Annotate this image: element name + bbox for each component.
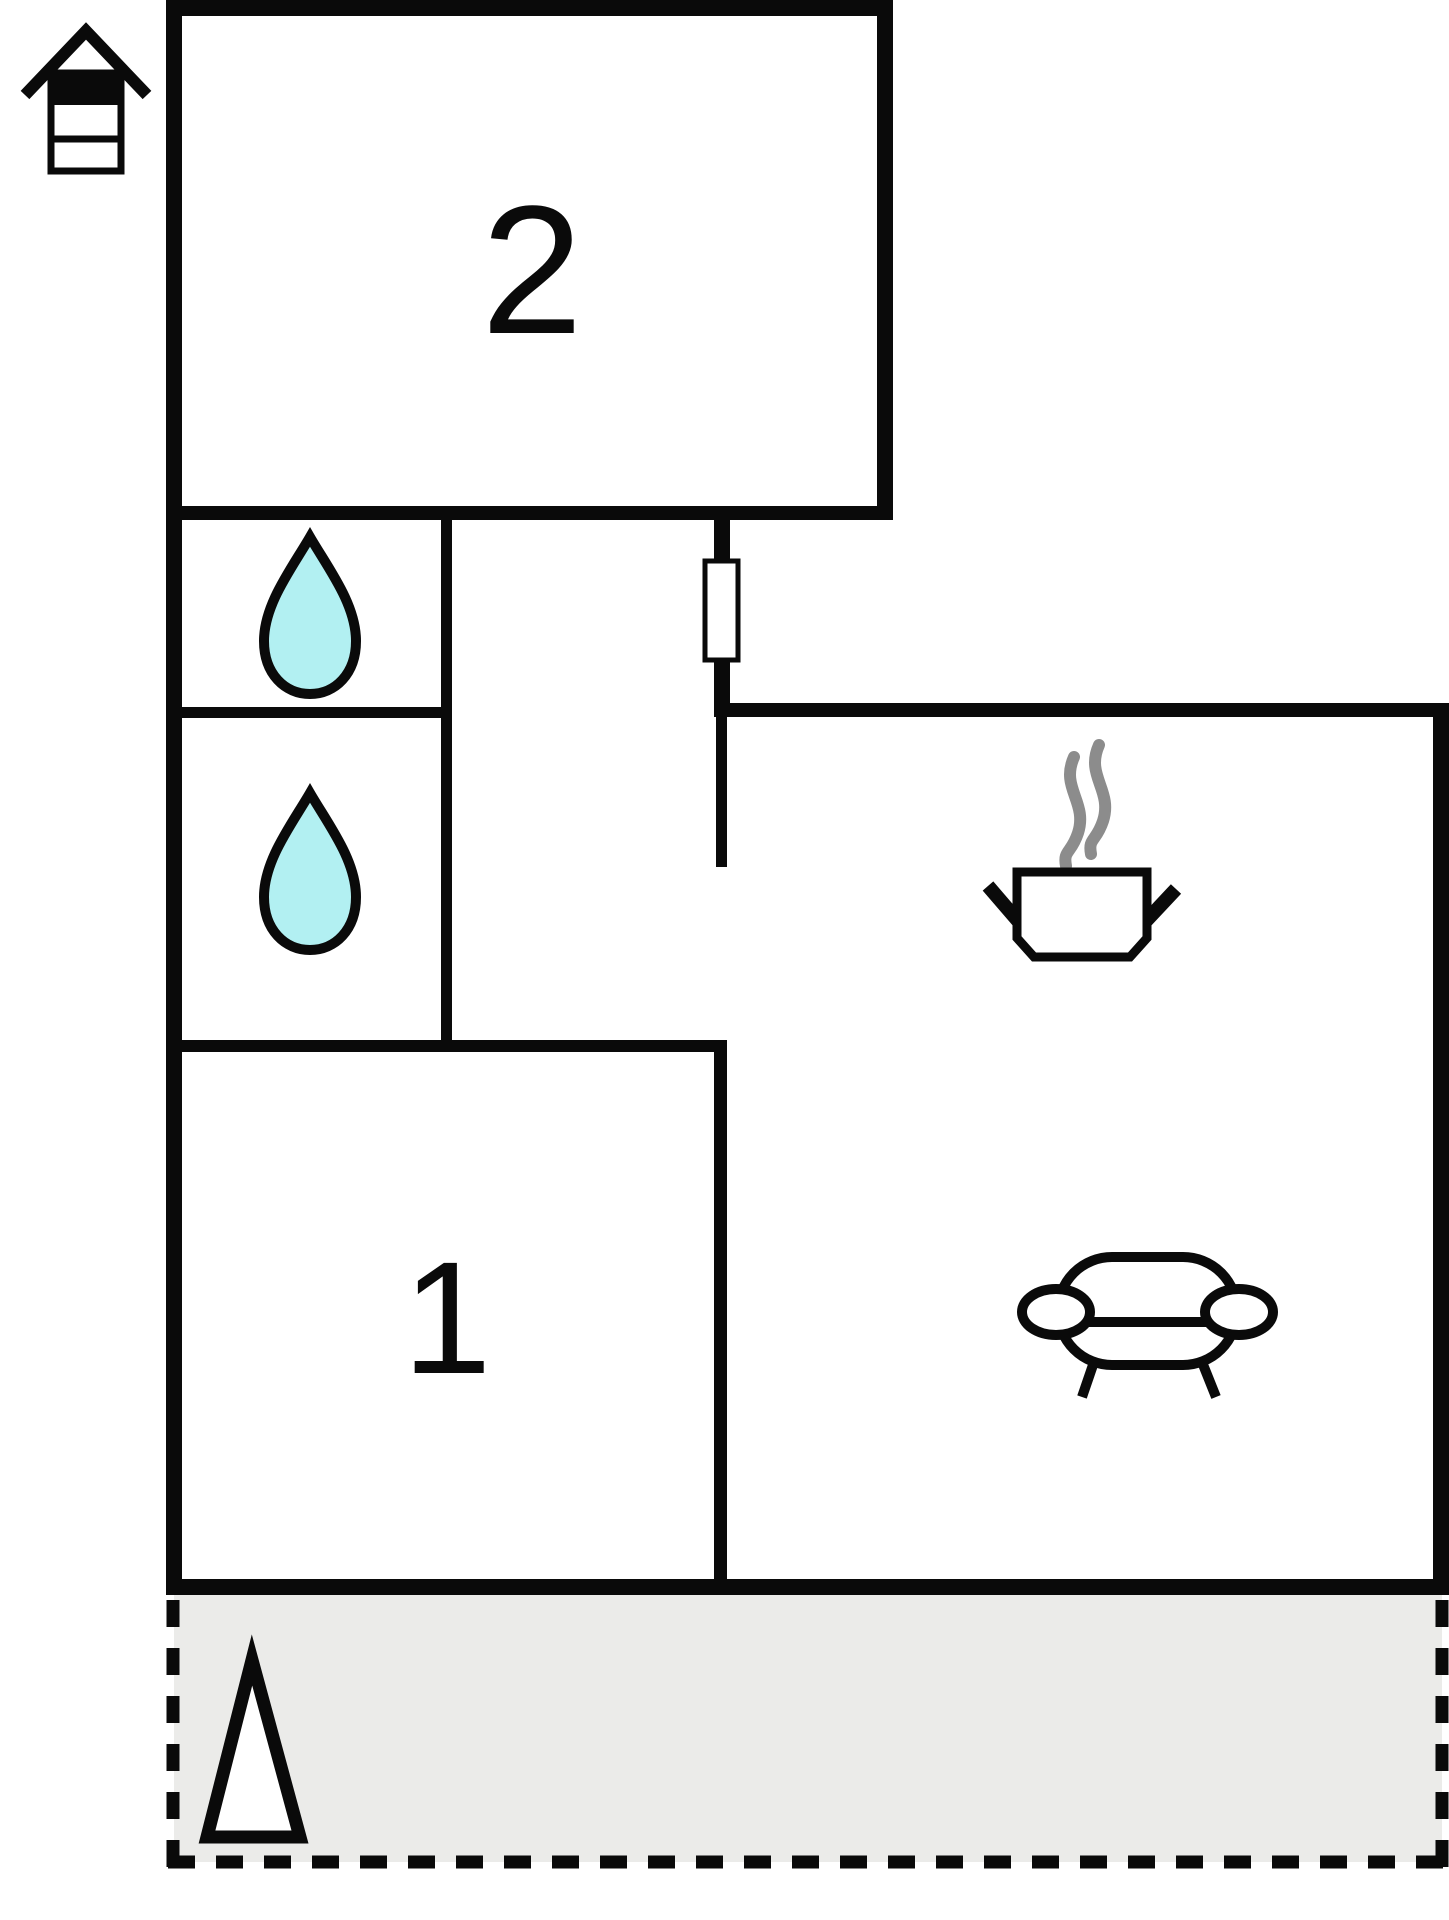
door-icon	[702, 558, 741, 663]
wall-wetrooms-divider	[182, 707, 441, 718]
room-1-label: 1	[403, 1228, 492, 1407]
steam-line	[1084, 739, 1112, 860]
sofa-armrest-right	[1200, 1284, 1278, 1340]
wall-door-jamb-lower	[714, 658, 730, 705]
floor-indicator-house-icon	[20, 22, 152, 175]
living-kitchen-area	[727, 717, 1433, 1579]
wall-top	[166, 0, 893, 16]
water-drop-icon	[258, 527, 362, 700]
triangle-marker-icon	[198, 1634, 309, 1844]
sofa-leg-right	[1197, 1360, 1221, 1399]
building-walls	[166, 0, 1449, 1595]
hallway-area	[452, 520, 714, 1040]
wall-bottom	[166, 1579, 1449, 1595]
sofa-armrest-left	[1017, 1284, 1095, 1340]
pot-body	[1012, 867, 1152, 962]
room-areas	[182, 16, 1433, 1579]
wall-kitchen-top	[714, 703, 1449, 717]
terrace-area	[174, 1595, 1442, 1862]
wall-room2-right	[877, 0, 893, 520]
wall-right	[1433, 703, 1449, 1595]
wall-room1-right	[714, 1040, 727, 1579]
water-drop-icon	[258, 783, 362, 956]
house-floor-highlight	[51, 73, 121, 105]
wall-room1-top	[182, 1040, 727, 1052]
sofa-icon	[1017, 1252, 1278, 1399]
steam-line	[1059, 751, 1087, 872]
house-roof	[20, 22, 152, 100]
wall-left	[166, 0, 182, 1595]
terrace-dashed-border	[166, 1600, 1449, 1869]
cooking-pot-icon	[982, 739, 1182, 962]
wall-room2-bottom	[166, 506, 893, 520]
wall-door-jamb-upper	[714, 520, 730, 565]
terrace	[166, 1595, 1449, 1869]
room-2-label: 2	[481, 167, 583, 372]
sofa-leg-left	[1077, 1360, 1099, 1399]
wall-wetrooms-hall-divider	[441, 506, 452, 1052]
wall-hall-stub	[716, 717, 727, 867]
